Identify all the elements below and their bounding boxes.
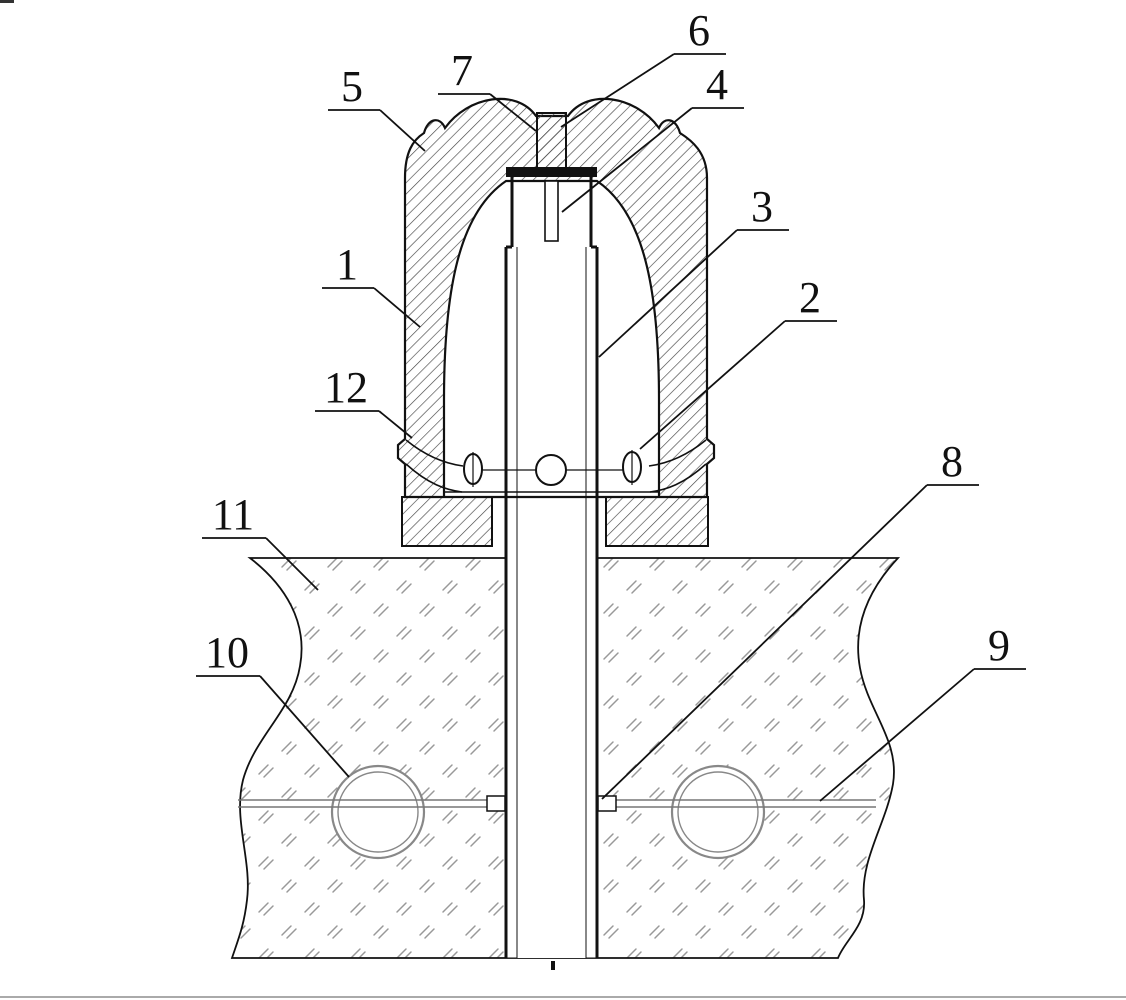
leader-6 [560, 53, 726, 128]
callout-2: 2 [799, 273, 821, 322]
leader-2 [639, 320, 837, 450]
top-plug [536, 112, 567, 169]
callout-7: 7 [451, 46, 473, 95]
inner-slot [544, 180, 559, 242]
callout-10: 10 [205, 628, 249, 677]
leader-4 [561, 107, 744, 213]
callout-numbers: 5 7 6 4 3 2 1 12 11 10 8 9 [205, 6, 1010, 677]
callout-4: 4 [706, 60, 728, 109]
leader-10 [196, 675, 350, 778]
callout-5: 5 [341, 62, 363, 111]
skirt-curves [405, 439, 707, 493]
leader-9 [819, 668, 1026, 802]
center-pin-hole [535, 454, 567, 486]
callout-12: 12 [324, 363, 368, 412]
callout-leaders [196, 53, 1026, 802]
seam-connector-left [486, 795, 506, 812]
center-tube [504, 112, 599, 970]
callout-8: 8 [941, 437, 963, 486]
callout-6: 6 [688, 6, 710, 55]
left-pipe-hole [330, 764, 426, 860]
leader-3 [598, 229, 789, 358]
pin-holes [463, 450, 642, 487]
leader-5 [328, 109, 426, 152]
callout-1: 1 [336, 240, 358, 289]
leader-12 [315, 410, 413, 439]
tube-cap [506, 167, 597, 177]
leader-8 [601, 484, 979, 800]
bottom-center-mark [551, 961, 555, 970]
leader-11 [202, 537, 319, 591]
seam-connector-right [597, 795, 617, 812]
seam-lines [238, 799, 876, 808]
right-pipe-hole [670, 764, 766, 860]
tube-clearance [505, 546, 598, 958]
leader-7 [438, 93, 537, 132]
bell-housing [396, 97, 716, 547]
callout-9: 9 [988, 621, 1010, 670]
callout-11: 11 [212, 490, 254, 539]
ground-section [230, 546, 901, 959]
leader-1 [322, 287, 421, 328]
base-flange [401, 496, 709, 547]
bell-wall [396, 97, 716, 499]
callout-3: 3 [751, 182, 773, 231]
